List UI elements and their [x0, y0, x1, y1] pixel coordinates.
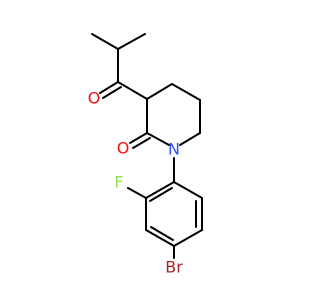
- bond-ar-c6-c1: [173, 181, 203, 199]
- atom-bromine: Br: [165, 258, 183, 277]
- atom-fluorine: F: [114, 173, 123, 192]
- atom-oxygen-amide: O: [117, 139, 130, 158]
- bond-amide-single: [129, 132, 148, 144]
- bond-ar-c4-c5: [173, 229, 203, 247]
- bond-n-c2: [146, 132, 170, 146]
- bond-ar-c1-c2: [145, 181, 175, 199]
- bond-c6-n: [179, 132, 201, 146]
- bond-c4-c5: [171, 83, 201, 101]
- bond-carbonyl-c3: [117, 81, 148, 100]
- bond-ketone-single: [99, 81, 119, 94]
- atom-nitrogen: N: [168, 140, 180, 159]
- atom-oxygen-ketone: O: [88, 89, 101, 108]
- bond-methyl-right: [117, 33, 146, 50]
- bond-ar-c1-c2-inner: [149, 187, 173, 202]
- bond-ar-c3-c4-inner: [150, 226, 174, 241]
- bond-ketone-double: [102, 86, 122, 99]
- bond-ar-c3-c4: [145, 229, 175, 247]
- bond-methyl-left: [91, 33, 119, 50]
- bond-c3-c4: [146, 83, 173, 100]
- bond-c-f: [127, 187, 147, 199]
- chemical-structure: O O N F Br: [88, 33, 203, 277]
- bond-amide-double: [132, 137, 151, 149]
